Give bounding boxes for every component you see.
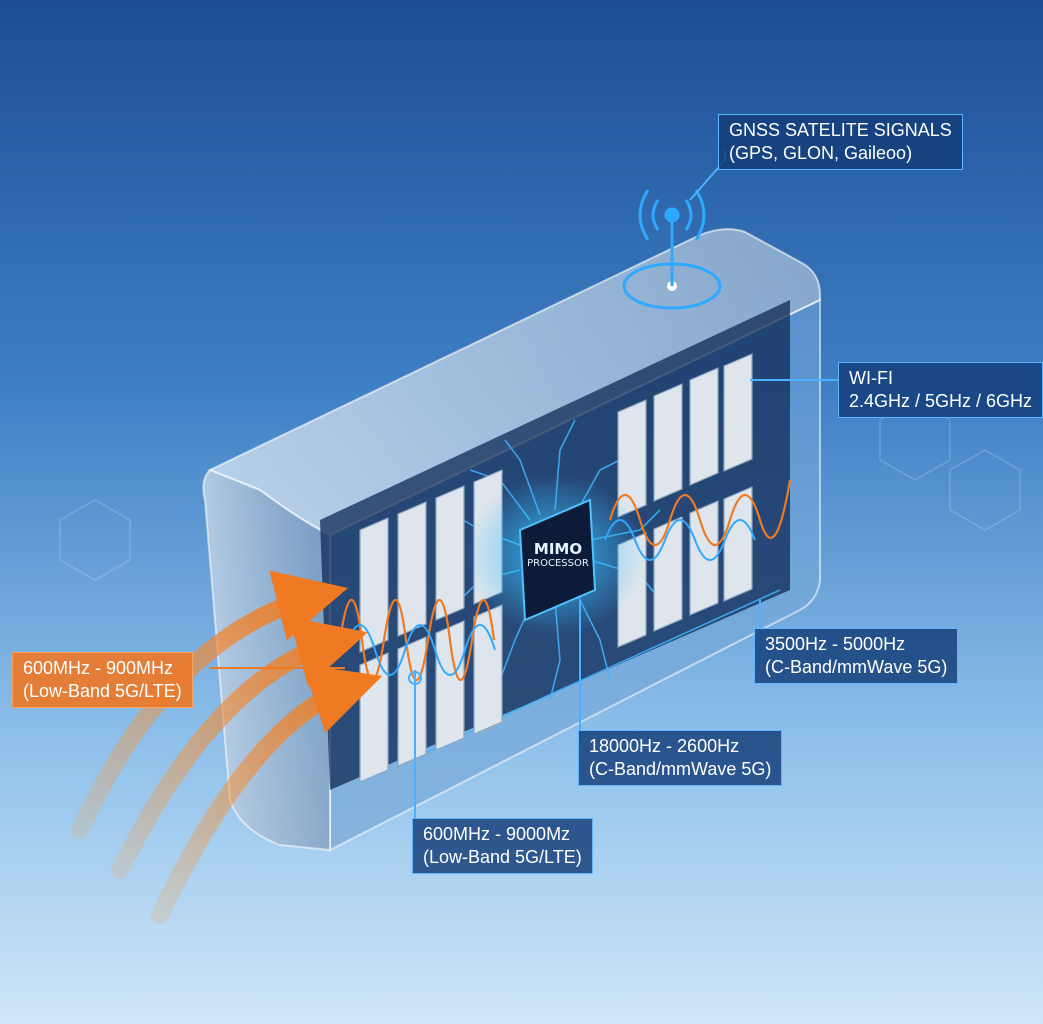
mid-band-callout-line2: (C-Band/mmWave 5G): [589, 759, 772, 780]
low-band-left-callout: 600MHz - 900MHz (Low-Band 5G/LTE): [12, 652, 193, 709]
mid-band-wave: [344, 519, 756, 676]
c-band-callout: 3500Hz - 5000Hz (C-Band/mmWave 5G): [754, 628, 959, 685]
low-band-left-callout-line2: (Low-Band 5G/LTE): [23, 681, 182, 702]
c-band-callout-line2: (C-Band/mmWave 5G): [765, 657, 948, 678]
mid-band-callout: 18000Hz - 2600Hz (C-Band/mmWave 5G): [578, 730, 783, 787]
mid-band-callout-line1: 18000Hz - 2600Hz: [589, 736, 740, 756]
gnss-antenna-icon: [622, 189, 722, 310]
processor-label-line1: MIMO: [533, 540, 583, 558]
gnss-callout-line2: (GPS, GLON, Gaileoo): [729, 143, 913, 164]
mimo-processor-chip: [465, 475, 645, 635]
gnss-callout: GNSS SATELITE SIGNALS (GPS, GLON, Gaileo…: [718, 114, 963, 171]
processor-label-line2: PROCESSOR: [527, 558, 589, 569]
low-band-left-callout-line1: 600MHz - 900MHz: [23, 658, 174, 678]
wifi-callout-line1: WI-FI: [849, 368, 893, 388]
wifi-callout-line2: 2.4GHz / 5GHz / 6GHz: [849, 391, 1033, 412]
low-band-bottom-callout: 600MHz - 9000Mz (Low-Band 5G/LTE): [412, 818, 593, 875]
low-band-bottom-callout-line1: 600MHz - 9000Mz: [423, 824, 571, 844]
processor-label: MIMO PROCESSOR: [518, 540, 598, 569]
gnss-callout-line1: GNSS SATELITE SIGNALS: [729, 120, 952, 140]
low-band-bottom-callout-line2: (Low-Band 5G/LTE): [423, 847, 582, 868]
c-band-callout-line1: 3500Hz - 5000Hz: [765, 634, 906, 654]
wifi-callout: WI-FI 2.4GHz / 5GHz / 6GHz: [838, 362, 1043, 419]
